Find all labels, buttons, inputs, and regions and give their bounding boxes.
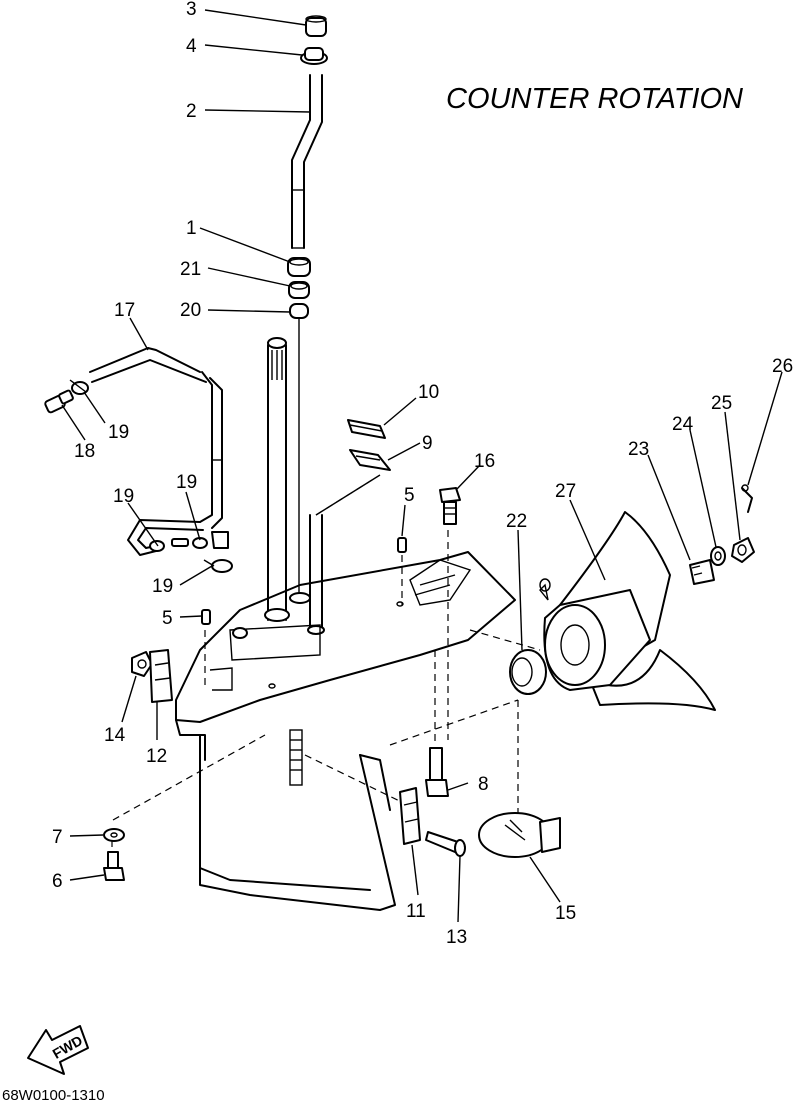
callout-8: 8 [478, 774, 489, 795]
callout-11: 11 [406, 901, 426, 922]
callout-labels: 3 4 2 1 21 20 17 19 18 10 9 16 5 19 19 1… [52, 0, 793, 948]
lower-gearcase-housing [175, 551, 516, 911]
seal-part-1 [287, 257, 311, 277]
callout-22: 22 [506, 511, 527, 532]
callout-19-c: 19 [176, 472, 197, 493]
nut-part-25 [731, 537, 755, 563]
screw-part-13 [425, 831, 466, 857]
callout-6: 6 [52, 871, 63, 892]
callout-19-a: 19 [108, 422, 129, 443]
callout-19-b: 19 [113, 486, 134, 507]
callout-24: 24 [672, 414, 694, 435]
forward-arrow-icon: FWD [27, 1025, 89, 1075]
rubber-part-9 [349, 449, 391, 471]
callout-27: 27 [555, 481, 576, 502]
thrust-washer-part-22 [509, 649, 547, 695]
callout-2: 2 [186, 101, 197, 122]
guide-line-11 [304, 754, 419, 811]
water-tube-part-2 [291, 74, 323, 249]
callout-13: 13 [446, 927, 467, 948]
cotter-pin-part-26 [741, 484, 753, 513]
callout-18: 18 [74, 441, 95, 462]
clamp-part-19c [211, 531, 229, 549]
callout-19-d: 19 [152, 576, 173, 597]
callout-20: 20 [180, 300, 201, 321]
washer-part-24 [710, 546, 726, 566]
guide-line-prop [469, 629, 541, 651]
hose-part-17 [89, 347, 223, 556]
pin-part-5a [397, 537, 407, 553]
drawing-code: 68W0100-1310 [2, 1087, 105, 1103]
nut-part-14 [131, 651, 153, 677]
callout-25: 25 [711, 393, 732, 414]
grommet-part-4 [300, 47, 328, 65]
callout-4: 4 [186, 36, 197, 57]
washer-part-7 [103, 828, 125, 842]
spacer-part-23 [689, 559, 715, 585]
bolt-part-6 [103, 851, 125, 881]
diagram-title: COUNTER ROTATION [446, 83, 743, 115]
seal-part-21 [288, 281, 310, 299]
clamp-part-19b [149, 537, 208, 552]
rubber-part-10 [347, 419, 386, 439]
seal-part-20 [289, 303, 309, 319]
shift-rod [307, 474, 381, 635]
callout-5-a: 5 [404, 485, 415, 506]
callout-16: 16 [474, 451, 495, 472]
callout-15: 15 [555, 903, 576, 924]
callout-14: 14 [104, 725, 126, 746]
grommet-part-3 [305, 15, 327, 37]
clamp-part-19a [69, 379, 89, 395]
callout-5-b: 5 [162, 608, 173, 629]
callout-17: 17 [114, 300, 135, 321]
anode-part-11 [399, 787, 421, 845]
clamp-part-19d [203, 559, 233, 573]
callout-7: 7 [52, 827, 63, 848]
callout-9: 9 [422, 433, 433, 454]
anode-part-15 [478, 812, 561, 858]
fitting-part-18 [44, 389, 74, 414]
callout-10: 10 [418, 382, 439, 403]
callout-1: 1 [186, 218, 197, 239]
guide-line-7 [112, 734, 266, 821]
guide-line-22 [389, 699, 519, 746]
bolt-part-8 [425, 747, 449, 797]
callout-3: 3 [186, 0, 197, 20]
water-inlet-grille [289, 729, 303, 786]
bolt-part-16 [439, 487, 461, 525]
callout-26: 26 [772, 356, 793, 377]
trim-tab-part-12 [149, 649, 173, 703]
callout-21: 21 [180, 259, 201, 280]
drive-shaft [264, 337, 290, 622]
leader-lines [61, 9, 783, 923]
callout-12: 12 [146, 746, 167, 767]
callout-23: 23 [628, 439, 649, 460]
propeller-part-27 [539, 511, 716, 711]
pin-part-5b [201, 609, 211, 625]
